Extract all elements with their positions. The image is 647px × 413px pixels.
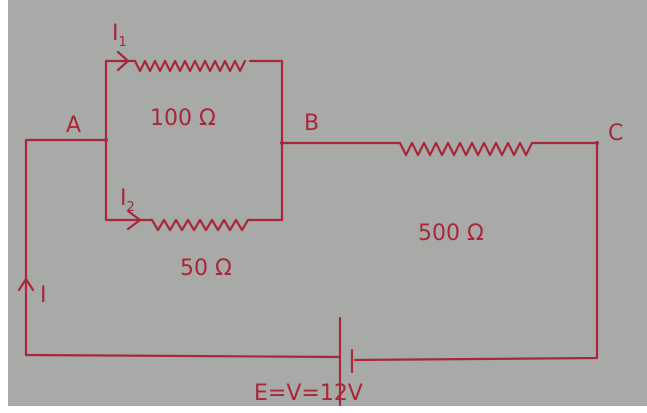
junction-c [595,141,599,145]
wire-b-to-c [280,141,599,362]
source-label: E=V=12V [254,381,363,406]
wire-bottom [24,353,342,359]
wire-left [24,138,108,357]
current-i1-label: I1 [112,21,127,50]
resistor-50 [150,218,252,232]
current-i-label: I [40,283,47,308]
current-i2-label: I2 [120,186,135,215]
node-a-label: A [66,113,81,138]
arrow-i2-icon [126,209,142,231]
arrow-i1-icon [116,50,130,72]
resistor-500 [398,141,537,157]
paper-background [8,0,647,406]
node-b-label: B [304,111,319,136]
junction-b [280,141,284,145]
resistor-100-label: 100 Ω [150,106,216,131]
arrow-i-icon [17,277,35,292]
resistor-50-label: 50 Ω [180,256,232,281]
resistor-500-label: 500 Ω [418,221,484,246]
battery-icon [338,316,354,407]
resistor-100 [133,59,247,73]
junction-a [104,138,108,142]
wire-parallel-top [104,59,284,222]
node-c-label: C [608,121,623,146]
